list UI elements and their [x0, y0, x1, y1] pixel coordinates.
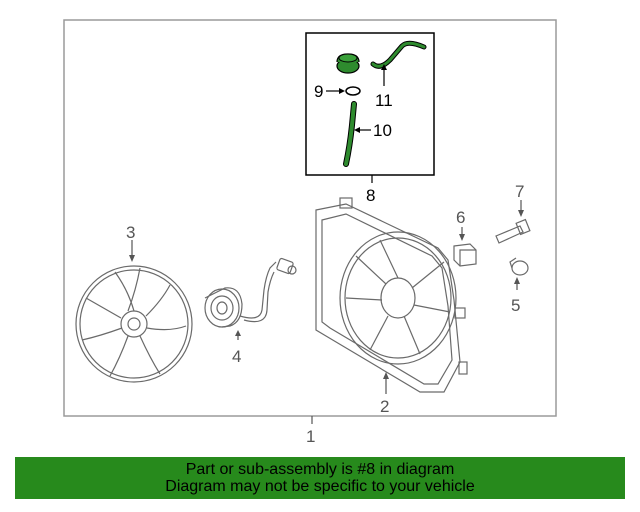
callout-4: 4	[232, 347, 241, 366]
callout-11: 11	[375, 91, 393, 110]
info-banner: Part or sub-assembly is #8 in diagram Di…	[15, 457, 625, 499]
banner-line-2: Diagram may not be specific to your vehi…	[165, 478, 475, 495]
subassembly-box[interactable]	[305, 32, 435, 176]
fan-shroud[interactable]	[315, 197, 468, 393]
callout-10: 10	[373, 121, 392, 140]
callout-1: 1	[306, 427, 315, 446]
fan-motor[interactable]	[204, 257, 297, 328]
banner-line-1: Part or sub-assembly is #8 in diagram	[185, 461, 455, 478]
callout-8: 8	[366, 186, 375, 205]
grommet[interactable]	[509, 257, 529, 276]
bolt[interactable]	[495, 218, 531, 244]
o-ring-9[interactable]	[345, 86, 361, 96]
callout-7: 7	[515, 182, 524, 201]
reservoir-cap[interactable]	[336, 53, 360, 74]
bracket-clip[interactable]	[453, 243, 477, 267]
callout-6: 6	[456, 208, 465, 227]
callout-2: 2	[380, 397, 389, 416]
callout-5: 5	[511, 296, 520, 315]
callout-9: 9	[314, 82, 323, 101]
fan-blade[interactable]	[75, 265, 193, 383]
callout-3: 3	[126, 223, 135, 242]
